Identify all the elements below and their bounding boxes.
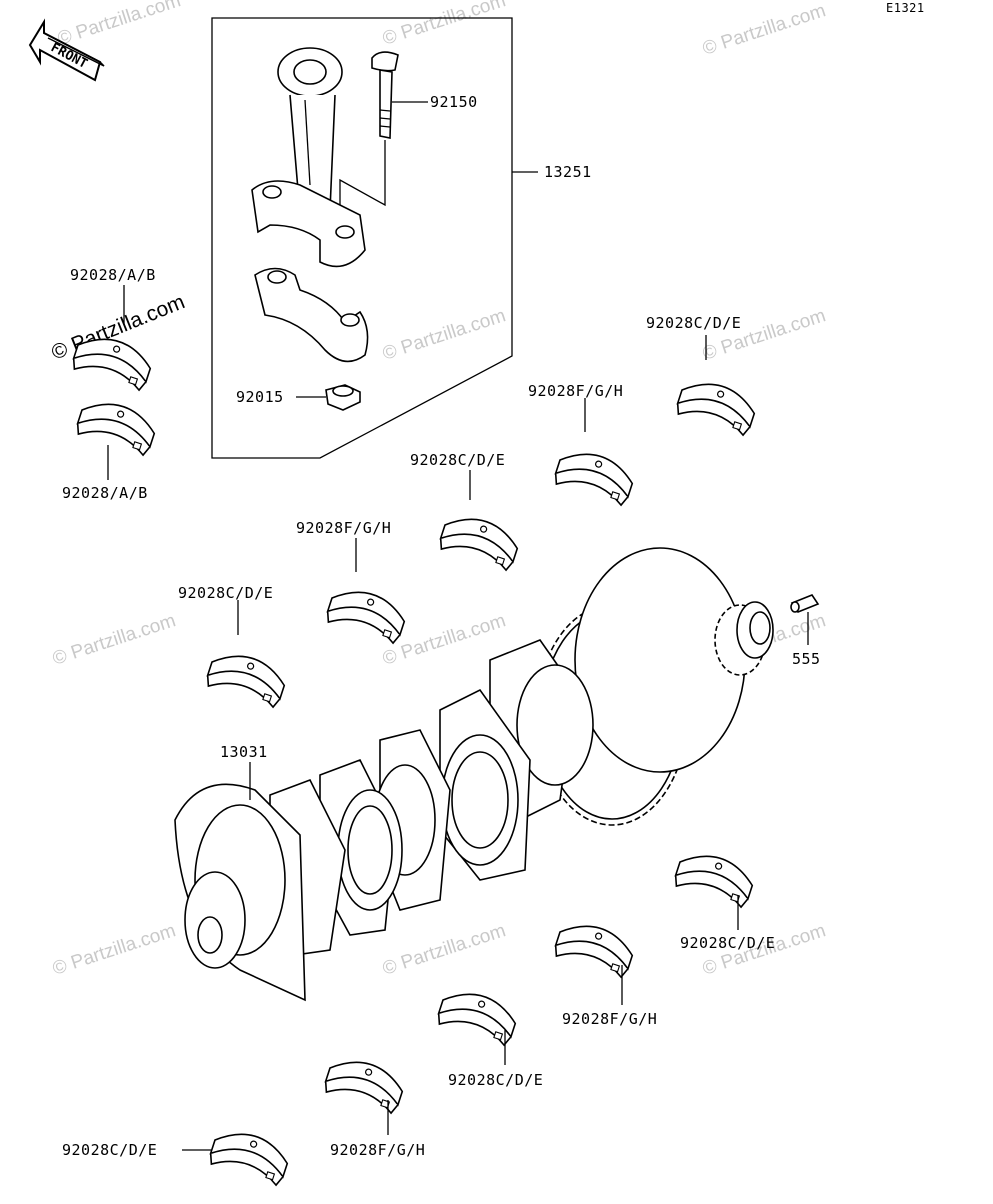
label-92028cde-2: 92028C/D/E bbox=[410, 451, 505, 469]
label-92028ab-bottom: 92028/A/B bbox=[62, 484, 148, 502]
label-92028cde-4: 92028C/D/E bbox=[680, 934, 775, 952]
bearing-shell-cde-3 bbox=[203, 645, 291, 710]
label-92028fgh-4: 92028F/G/H bbox=[330, 1141, 425, 1159]
conrod-assembly-box bbox=[211, 17, 513, 459]
bearing-shell-cde-5 bbox=[434, 983, 522, 1048]
svg-text:© Partzilla.com: © Partzilla.com bbox=[50, 610, 178, 670]
bearing-shell-cde-6 bbox=[206, 1123, 294, 1188]
label-92028ab-top: 92028/A/B bbox=[70, 266, 156, 284]
label-92028fgh-1: 92028F/G/H bbox=[528, 382, 623, 400]
bearing-shell-cde-4 bbox=[671, 845, 759, 910]
rod-cap bbox=[254, 267, 369, 363]
label-92150: 92150 bbox=[430, 93, 478, 111]
label-555: 555 bbox=[792, 650, 821, 668]
bearing-shell-92028ab-bottom bbox=[73, 393, 161, 458]
label-92028cde-5: 92028C/D/E bbox=[448, 1071, 543, 1089]
label-92028cde-1: 92028C/D/E bbox=[646, 314, 741, 332]
svg-text:© Partzilla.com: © Partzilla.com bbox=[380, 920, 508, 980]
svg-text:© Partzilla.com: © Partzilla.com bbox=[55, 0, 183, 50]
bearing-shell-fgh-1 bbox=[551, 443, 639, 508]
bearing-shell-fgh-3 bbox=[551, 915, 639, 980]
label-13031: 13031 bbox=[220, 743, 268, 761]
bearing-shell-fgh-2 bbox=[323, 581, 411, 646]
diagram-code: E1321 bbox=[886, 1, 925, 15]
nut-92015 bbox=[325, 384, 361, 411]
bearing-shell-fgh-4 bbox=[321, 1051, 409, 1116]
label-92028fgh-2: 92028F/G/H bbox=[296, 519, 391, 537]
svg-text:© Partzilla.com: © Partzilla.com bbox=[700, 0, 828, 60]
label-92028cde-6: 92028C/D/E bbox=[62, 1141, 157, 1159]
connecting-rod bbox=[251, 47, 366, 268]
svg-text:© Partzilla.com: © Partzilla.com bbox=[380, 0, 508, 50]
bearing-shell-cde-2 bbox=[436, 508, 524, 573]
label-13251: 13251 bbox=[544, 163, 592, 181]
svg-text:© Partzilla.com: © Partzilla.com bbox=[380, 305, 508, 365]
label-92028fgh-3: 92028F/G/H bbox=[562, 1010, 657, 1028]
svg-text:© Partzilla.com: © Partzilla.com bbox=[50, 920, 178, 980]
bearing-shell-cde-1 bbox=[673, 373, 761, 438]
bolt-92150 bbox=[371, 51, 399, 139]
dowel-pin-555 bbox=[790, 594, 820, 613]
label-92015: 92015 bbox=[236, 388, 284, 406]
crankshaft bbox=[174, 547, 774, 1002]
label-92028cde-3: 92028C/D/E bbox=[178, 584, 273, 602]
